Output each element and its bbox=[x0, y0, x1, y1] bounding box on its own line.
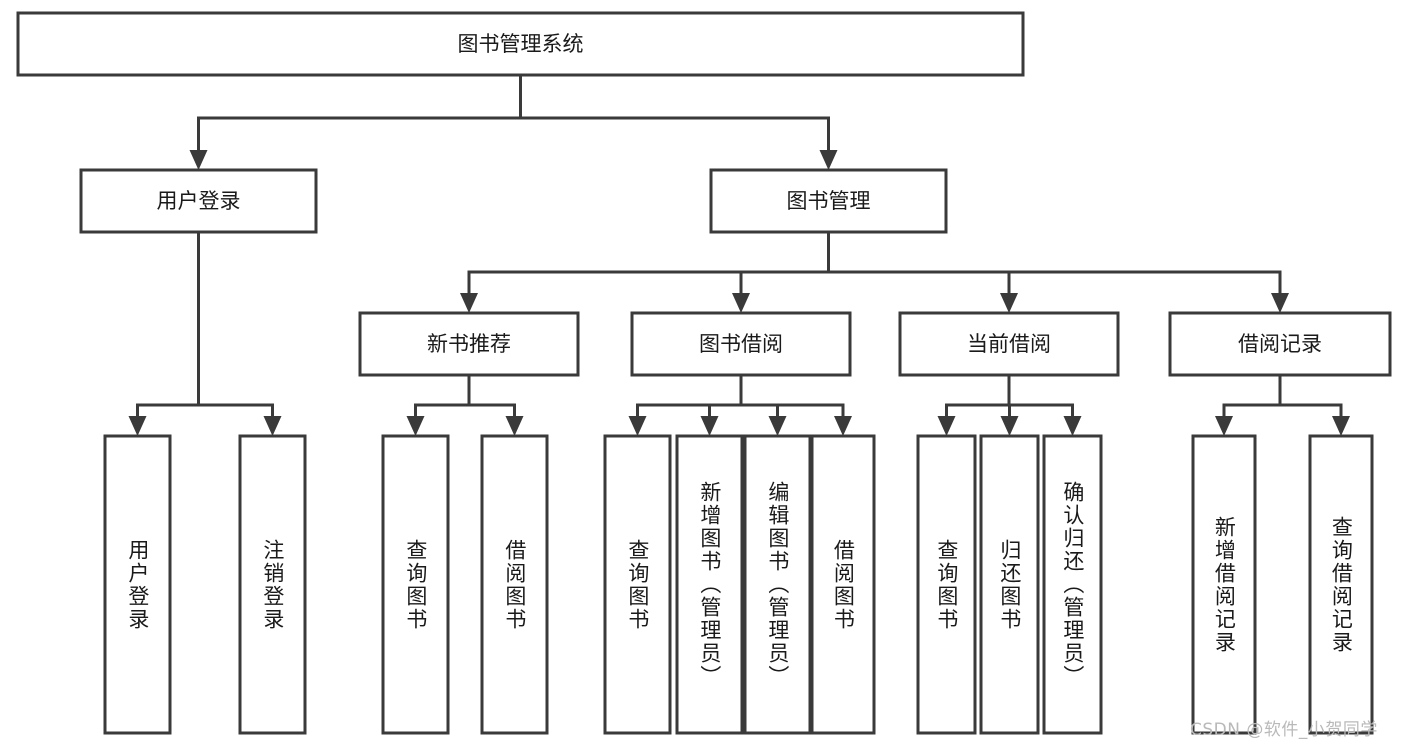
arrow-head-icon bbox=[937, 416, 956, 436]
label-borrow-record: 借阅记录 bbox=[1238, 332, 1322, 356]
arrow-head-icon bbox=[505, 416, 524, 436]
box-leaf-query-book-borrow[interactable] bbox=[603, 434, 672, 735]
csdn-watermark: CSDN @软件_小贺同学 bbox=[1190, 720, 1378, 740]
label-book-borrow: 图书借阅 bbox=[699, 332, 783, 356]
arrow-head-icon bbox=[406, 416, 425, 436]
boxes-layer bbox=[16, 11, 1392, 735]
box-leaf-query-record[interactable] bbox=[1308, 434, 1374, 735]
box-leaf-return-book[interactable] bbox=[979, 434, 1040, 735]
arrow-head-icon bbox=[1332, 416, 1350, 436]
arrow-head-icon bbox=[628, 416, 647, 436]
label-root: 图书管理系统 bbox=[458, 32, 584, 56]
box-leaf-user-login[interactable] bbox=[103, 434, 172, 735]
label-current-borrow: 当前借阅 bbox=[967, 332, 1051, 356]
box-current-borrow[interactable] bbox=[898, 311, 1120, 377]
box-leaf-add-book[interactable] bbox=[675, 434, 744, 735]
arrow-head-icon bbox=[1271, 293, 1289, 313]
arrow-head-icon bbox=[1000, 293, 1018, 313]
arrow-head-icon bbox=[189, 150, 208, 170]
box-root[interactable] bbox=[16, 11, 1025, 77]
box-leaf-add-record[interactable] bbox=[1191, 434, 1257, 735]
box-borrow-record[interactable] bbox=[1168, 311, 1392, 377]
label-new-book-recommend: 新书推荐 bbox=[427, 332, 511, 356]
box-leaf-borrow-book[interactable] bbox=[810, 434, 876, 735]
arrow-head-icon bbox=[768, 416, 787, 436]
box-user-login[interactable] bbox=[79, 168, 318, 234]
arrow-head-icon bbox=[460, 293, 478, 313]
box-leaf-logout[interactable] bbox=[238, 434, 307, 735]
connectors-layer bbox=[128, 73, 1350, 436]
box-leaf-query-book-current[interactable] bbox=[916, 434, 977, 735]
label-user-login: 用户登录 bbox=[157, 189, 241, 213]
box-leaf-edit-book[interactable] bbox=[743, 434, 812, 735]
arrow-head-icon bbox=[1000, 416, 1019, 436]
box-leaf-query-book-recommend[interactable] bbox=[381, 434, 450, 735]
box-leaf-confirm-return[interactable] bbox=[1042, 434, 1103, 735]
arrow-head-icon bbox=[819, 150, 838, 170]
box-new-book-recommend[interactable] bbox=[358, 311, 580, 377]
arrow-head-icon bbox=[263, 416, 282, 436]
label-book-manage: 图书管理 bbox=[787, 189, 871, 213]
box-leaf-borrow-book-recommend[interactable] bbox=[480, 434, 549, 735]
arrow-head-icon bbox=[1063, 416, 1082, 436]
arrow-head-icon bbox=[700, 416, 719, 436]
arrow-head-icon bbox=[1215, 416, 1233, 436]
arrow-head-icon bbox=[732, 293, 750, 313]
arrow-head-icon bbox=[128, 416, 147, 436]
arrow-head-icon bbox=[834, 416, 852, 436]
box-book-manage[interactable] bbox=[709, 168, 948, 234]
box-book-borrow[interactable] bbox=[630, 311, 852, 377]
